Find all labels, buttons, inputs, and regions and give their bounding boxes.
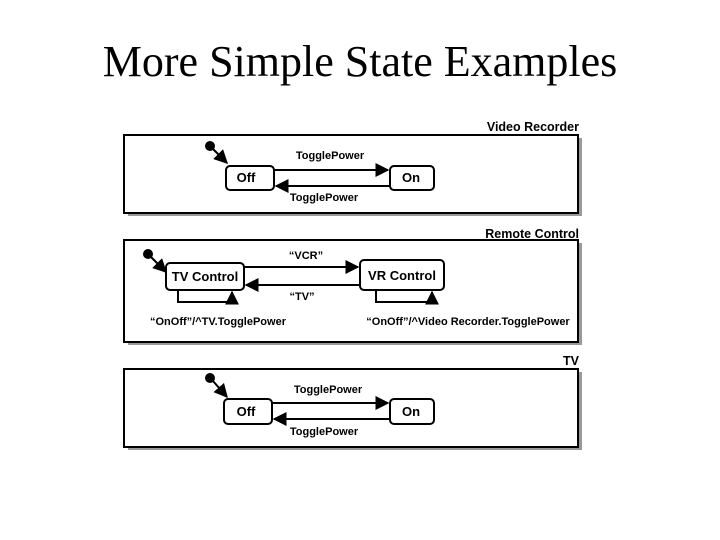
video-recorder-state-off: Off xyxy=(225,165,275,191)
video-recorder-title: Video Recorder xyxy=(487,120,579,134)
state-label: On xyxy=(402,404,420,419)
transition-label: TogglePower xyxy=(290,426,359,438)
self-action-label: “OnOff”/^TV.TogglePower xyxy=(150,316,287,328)
video-recorder-initial-marker xyxy=(205,141,228,164)
remote-control-initial-marker xyxy=(143,249,167,273)
tv-transition-off: TogglePower xyxy=(272,412,390,438)
state-label: Off xyxy=(237,404,256,419)
remote-control-state-vr-control: VR Control xyxy=(359,259,445,291)
tv-state-off: Off xyxy=(223,398,273,425)
self-action-label: “OnOff”/^Video Recorder.TogglePower xyxy=(366,316,570,328)
transition-label: TogglePower xyxy=(294,384,363,396)
video-recorder-transition-on: TogglePower xyxy=(274,150,390,177)
state-label: TV Control xyxy=(172,269,238,284)
transition-label: TogglePower xyxy=(290,192,359,204)
tv-state-on: On xyxy=(389,398,435,425)
state-label: VR Control xyxy=(368,268,436,283)
transition-label: “TV” xyxy=(289,291,314,303)
tv-transition-on: TogglePower xyxy=(272,384,390,410)
video-recorder-transition-off: TogglePower xyxy=(274,179,390,204)
tv-title: TV xyxy=(563,354,580,368)
remote-control-title: Remote Control xyxy=(485,227,579,241)
remote-control-vr-self-loop: “OnOff”/^Video Recorder.TogglePower xyxy=(366,290,570,328)
remote-control-tv-self-loop: “OnOff”/^TV.TogglePower xyxy=(150,290,287,328)
transition-label: “VCR” xyxy=(289,250,323,262)
slide-title: More Simple State Examples xyxy=(102,37,618,86)
remote-control-transition-tv: “TV” xyxy=(244,278,360,303)
state-label: On xyxy=(402,170,420,185)
remote-control-state-tv-control: TV Control xyxy=(165,262,245,291)
video-recorder-state-on: On xyxy=(389,165,435,191)
tv-panel: TV Off On TogglePower TogglePower xyxy=(123,354,582,450)
tv-initial-marker xyxy=(205,373,228,399)
transition-label: TogglePower xyxy=(296,150,365,162)
remote-control-transition-vcr: “VCR” xyxy=(244,250,360,274)
state-label: Off xyxy=(237,170,256,185)
video-recorder-panel: Video Recorder Off On TogglePower Toggle… xyxy=(123,120,582,216)
remote-control-panel: Remote Control TV Control “OnOff”/^TV.To… xyxy=(123,227,582,345)
